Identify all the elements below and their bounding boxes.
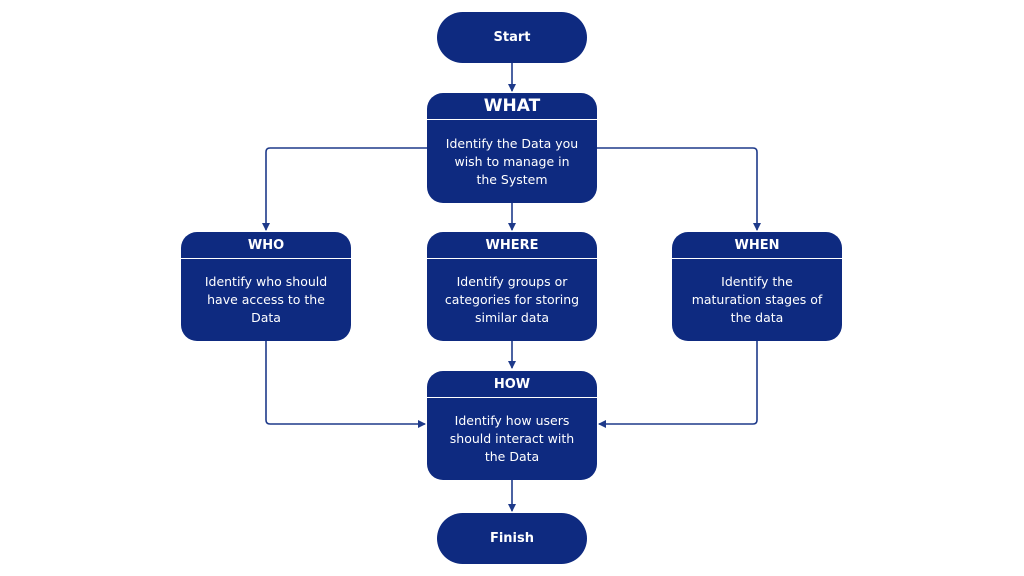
where-title: WHERE <box>427 232 597 259</box>
how-node: HOW Identify how users should interact w… <box>427 371 597 480</box>
how-description: Identify how users should interact with … <box>449 413 575 464</box>
what-description: Identify the Data you wish to manage in … <box>445 135 579 187</box>
who-node: WHO Identify who should have access to t… <box>181 232 351 341</box>
edge-who-how <box>265 341 426 428</box>
when-title: WHEN <box>672 232 842 259</box>
where-description: Identify groups or categories for storin… <box>444 274 580 325</box>
finish-node: Finish <box>437 513 587 564</box>
edge-what-when <box>596 147 761 231</box>
edge-when-how <box>598 341 758 428</box>
start-label: Start <box>493 30 531 45</box>
where-node: WHERE Identify groups or categories for … <box>427 232 597 341</box>
start-node: Start <box>437 12 587 63</box>
when-node: WHEN Identify the maturation stages of t… <box>672 232 842 341</box>
edge-what-who <box>262 147 428 231</box>
who-title: WHO <box>181 232 351 259</box>
who-description: Identify who should have access to the D… <box>204 274 328 325</box>
what-node: WHAT Identify the Data you wish to manag… <box>427 93 597 203</box>
what-title: WHAT <box>427 93 597 120</box>
how-title: HOW <box>427 371 597 398</box>
finish-label: Finish <box>489 531 535 546</box>
when-description: Identify the maturation stages of the da… <box>691 274 823 325</box>
